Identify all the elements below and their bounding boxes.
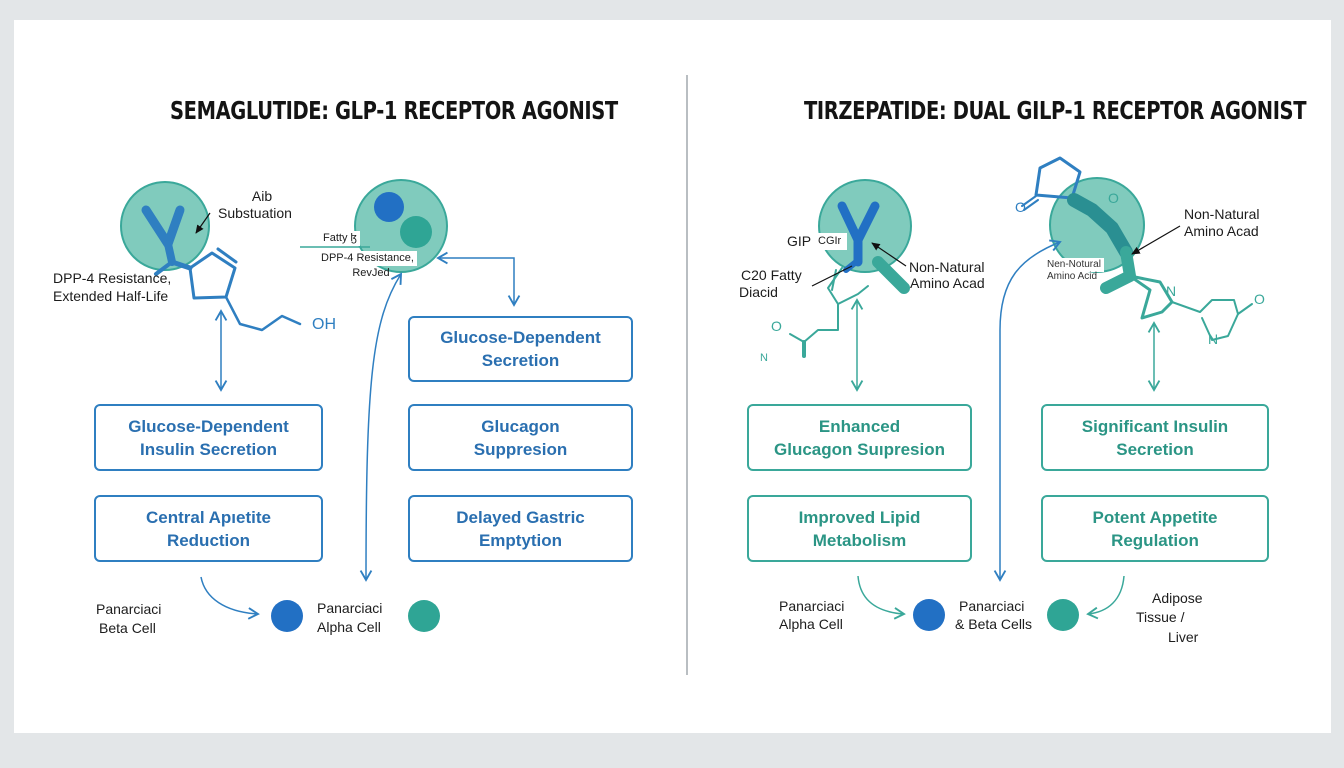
aib-label: Aib bbox=[251, 188, 273, 204]
aib-substitution-label: Substuation bbox=[218, 205, 292, 221]
oh-group-label: OH bbox=[312, 316, 336, 333]
nitrogen-label-1: N bbox=[760, 352, 768, 364]
non-natural-label-3: Nen-Notural bbox=[1044, 258, 1104, 272]
box-line: Potent Appetite bbox=[1092, 507, 1218, 527]
box-line: Emptytion bbox=[478, 530, 563, 550]
alpha-beta-cells-label-2: & Beta Cells bbox=[955, 616, 1033, 632]
amino-acad-label-1: Amino Acad bbox=[910, 275, 985, 291]
box-line: Improved Lipid bbox=[798, 507, 921, 527]
oxygen-label-1: O bbox=[771, 318, 782, 334]
tirzepatide-title: TIRZEPATIDE: DUAL GILP-1 RECEPTOR AGONIS… bbox=[804, 96, 1307, 125]
beta-cell-dot bbox=[271, 600, 303, 632]
alpha-cell-label-1: Panarciaci bbox=[317, 600, 383, 616]
box-line: Suppresion bbox=[473, 439, 568, 459]
dpp4-resistance-label-2: DPP-4 Resistance, bbox=[318, 251, 417, 266]
box-line: Secretion bbox=[1116, 439, 1194, 459]
alpha-beta-cells-label-1: Panarciaci bbox=[959, 598, 1025, 614]
diacid-label: Diacid bbox=[739, 284, 778, 300]
alpha-cell-label-1: Panarciaci bbox=[779, 598, 845, 614]
alpha-cell-dot bbox=[913, 599, 945, 631]
beta-cell-label-1: Panarciaci bbox=[96, 601, 162, 617]
extended-half-life-label: Extended Half-Life bbox=[53, 288, 169, 304]
alpha-cell-label-2: Alpha Cell bbox=[317, 619, 381, 635]
nitrogen-label-2: N bbox=[1166, 283, 1177, 299]
box-line: Significant Insulin bbox=[1081, 416, 1229, 436]
adipose-label-3: Liver bbox=[1168, 629, 1199, 645]
alpha-cell-label-2: Alpha Cell bbox=[779, 616, 843, 632]
oxygen-label-3: O bbox=[1108, 190, 1119, 206]
cgir-label: CGIr bbox=[815, 233, 848, 250]
box-line: Glucose-Dependent bbox=[440, 328, 601, 347]
box-line: Glucagon bbox=[481, 416, 560, 436]
dpp4-resistance-label: DPP-4 Resistance, bbox=[53, 270, 172, 286]
amino-acid-label-3: Amino Acid bbox=[1047, 271, 1098, 282]
box-line: Delayed Gastric bbox=[456, 507, 585, 527]
semaglutide-title: SEMAGLUTIDE: GLP-1 RECEPTOR AGONIST bbox=[170, 96, 618, 125]
non-natural-label-2: Non-Natural bbox=[1184, 206, 1260, 222]
adipose-label-1: Adipose bbox=[1152, 590, 1203, 606]
panel-divider bbox=[686, 75, 688, 675]
alpha-cell-dot bbox=[408, 600, 440, 632]
gip-label: GIP bbox=[787, 233, 812, 249]
box-line: Secretion bbox=[481, 351, 560, 370]
adipose-label-2: Tissue / bbox=[1136, 609, 1185, 625]
oxygen-label-2: O bbox=[1015, 199, 1026, 215]
amino-acad-label-2: Amino Acad bbox=[1184, 223, 1259, 239]
box-line: Reduction bbox=[166, 530, 251, 550]
box-line: Insulin Secretion bbox=[140, 439, 277, 459]
box-line: Regulation bbox=[1111, 530, 1199, 550]
box-line: Metabolism bbox=[812, 530, 907, 550]
box-line: Enhanced bbox=[818, 416, 901, 436]
oxygen-label-4: O bbox=[1254, 291, 1265, 307]
non-natural-label-1: Non-Natural bbox=[909, 259, 985, 275]
nitrogen-label-3: N bbox=[1208, 331, 1219, 347]
c20-fatty-label: C20 Fatty bbox=[741, 267, 802, 283]
box-line: Central Apıetite bbox=[145, 507, 271, 527]
box-line: Glucose-Dependent bbox=[128, 416, 289, 436]
fatty-label: Fatty ɮ bbox=[320, 231, 360, 246]
alpha-beta-cells-dot bbox=[1047, 599, 1079, 631]
box-line: Glucagon Suıpresion bbox=[774, 439, 945, 459]
beta-cell-label-2: Beta Cell bbox=[99, 620, 156, 636]
revjed-label: RevJed bbox=[352, 267, 390, 279]
